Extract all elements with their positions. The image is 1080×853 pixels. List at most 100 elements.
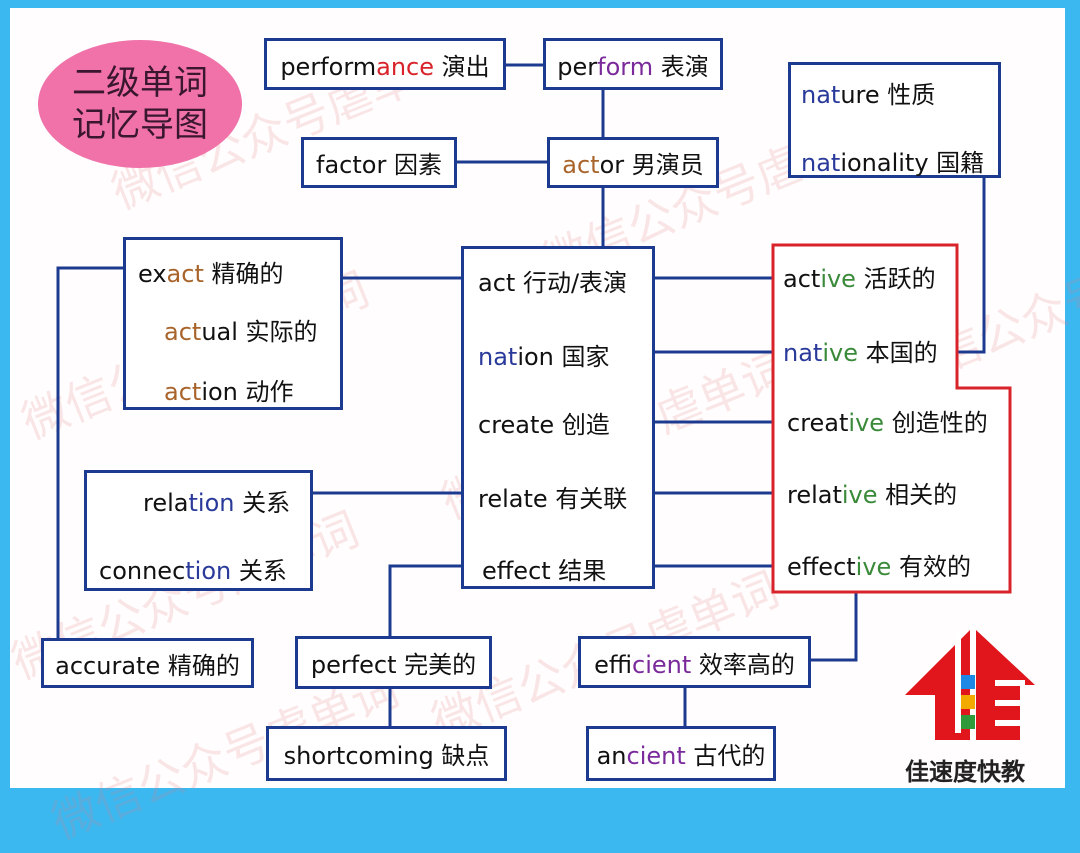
word-box-ancient: ancient 古代的	[586, 726, 776, 781]
word-entry: perfect 完美的	[311, 645, 476, 680]
word-highlight: nat	[478, 343, 518, 371]
connector	[388, 564, 461, 636]
word-text: 创造性的	[884, 409, 988, 437]
word-highlight: ive	[848, 409, 885, 437]
word-box-efficient: efficient 效率高的	[578, 636, 811, 688]
logo-text: 佳速度快教	[905, 758, 1025, 786]
word-text: connec	[99, 557, 186, 585]
title-line-2: 记忆导图	[72, 105, 208, 145]
connector	[56, 266, 123, 638]
word-box-factor: factor 因素	[301, 137, 457, 188]
word-box-shortcoming: shortcoming 缺点	[266, 726, 507, 781]
word-entry: ancient 古代的	[597, 736, 766, 771]
word-highlight: form	[597, 52, 654, 81]
word-text: accurate 精确的	[55, 651, 240, 680]
word-text: 有效的	[891, 553, 971, 581]
word-highlight: act	[164, 318, 202, 346]
word-entry: performance 演出	[280, 47, 489, 82]
word-box-actor: actor 男演员	[547, 137, 719, 188]
word-text: create 创造	[478, 411, 610, 439]
word-highlight: nat	[783, 339, 823, 367]
adjectives-box-border	[771, 243, 1012, 594]
word-entry: creative 创造性的	[787, 403, 988, 438]
word-highlight: tion	[188, 489, 235, 517]
word-text: per	[557, 52, 598, 81]
word-text: factor 因素	[316, 151, 442, 179]
word-highlight: act	[562, 151, 600, 179]
word-box-perform: perform 表演	[543, 38, 723, 90]
word-text: shortcoming 缺点	[283, 742, 490, 770]
word-entry: create 创造	[478, 405, 610, 440]
word-highlight: cient	[632, 650, 692, 679]
word-highlight: ance	[376, 52, 435, 81]
word-entry: effect 结果	[482, 551, 606, 586]
word-box-perfect: perfect 完美的	[295, 636, 492, 689]
word-entry: perform 表演	[557, 47, 708, 82]
word-box-accurate: accurate 精确的	[41, 638, 254, 688]
word-text: relat	[787, 481, 842, 509]
word-text: perform	[280, 52, 377, 81]
word-entry: action 动作	[164, 372, 294, 407]
word-highlight: ive	[855, 553, 892, 581]
word-highlight: act	[166, 260, 204, 288]
word-highlight: ive	[822, 339, 858, 367]
word-text: ion 国家	[517, 343, 610, 371]
title-line-1: 二级单词	[72, 63, 208, 103]
word-text: perfect 完美的	[310, 651, 477, 679]
word-highlight: act	[164, 378, 202, 406]
word-entry: native 本国的	[783, 333, 938, 368]
word-text: 精确的	[203, 260, 284, 288]
word-entry: active 活跃的	[783, 259, 936, 294]
word-text: ionality 国籍	[840, 149, 985, 177]
title-ellipse: 二级单词 记忆导图	[38, 40, 242, 168]
word-entry: exact 精确的	[138, 254, 284, 289]
word-entry: accurate 精确的	[55, 646, 240, 681]
word-entry: effective 有效的	[787, 547, 971, 582]
word-text: 表演	[653, 52, 709, 81]
word-text: 古代的	[685, 742, 766, 770]
word-text: 活跃的	[855, 265, 936, 293]
word-entry: factor 因素	[316, 145, 442, 180]
word-text: 关系	[231, 557, 287, 585]
word-entry: efficient 效率高的	[594, 645, 795, 680]
word-text: 关系	[234, 489, 291, 517]
word-text: effi	[594, 650, 633, 679]
word-entry: nation 国家	[478, 337, 610, 372]
word-text: act 行动/表演	[478, 269, 628, 297]
word-text: ure 性质	[840, 81, 936, 109]
connector-lines	[56, 63, 1012, 726]
word-entry: nationality 国籍	[801, 143, 984, 178]
word-box-performance: performance 演出	[264, 38, 506, 90]
word-entry: relate 有关联	[478, 479, 627, 514]
logo-house-icon	[905, 630, 1035, 740]
word-highlight: nat	[801, 81, 841, 109]
word-text: 相关的	[877, 481, 958, 509]
word-highlight: cient	[626, 742, 686, 770]
word-text: an	[596, 742, 627, 770]
word-text: effect 结果	[482, 557, 607, 585]
word-text: ual 实际的	[201, 318, 318, 346]
word-text: act	[783, 265, 821, 293]
word-entry: act 行动/表演	[478, 263, 627, 298]
word-text: relate 有关联	[478, 485, 628, 513]
word-entry: actual 实际的	[164, 312, 318, 347]
word-entry: relative 相关的	[787, 475, 957, 510]
word-highlight: ive	[820, 265, 856, 293]
word-box-center: act 行动/表演 nation 国家 create 创造 relate 有关联 eff…	[461, 246, 655, 589]
word-text: 演出	[434, 52, 490, 81]
word-highlight: nat	[801, 149, 841, 177]
word-entry: relation 关系	[143, 483, 290, 518]
word-text: ion 动作	[201, 378, 294, 406]
word-text: effect	[787, 553, 856, 581]
word-text: rela	[143, 489, 189, 517]
word-highlight: tion	[185, 557, 232, 585]
word-text: 本国的	[857, 339, 938, 367]
word-entry: nature 性质	[801, 75, 935, 110]
word-entry: connection 关系	[99, 551, 287, 586]
connector	[810, 592, 858, 662]
connector	[957, 177, 986, 354]
word-text: or 男演员	[599, 151, 704, 179]
